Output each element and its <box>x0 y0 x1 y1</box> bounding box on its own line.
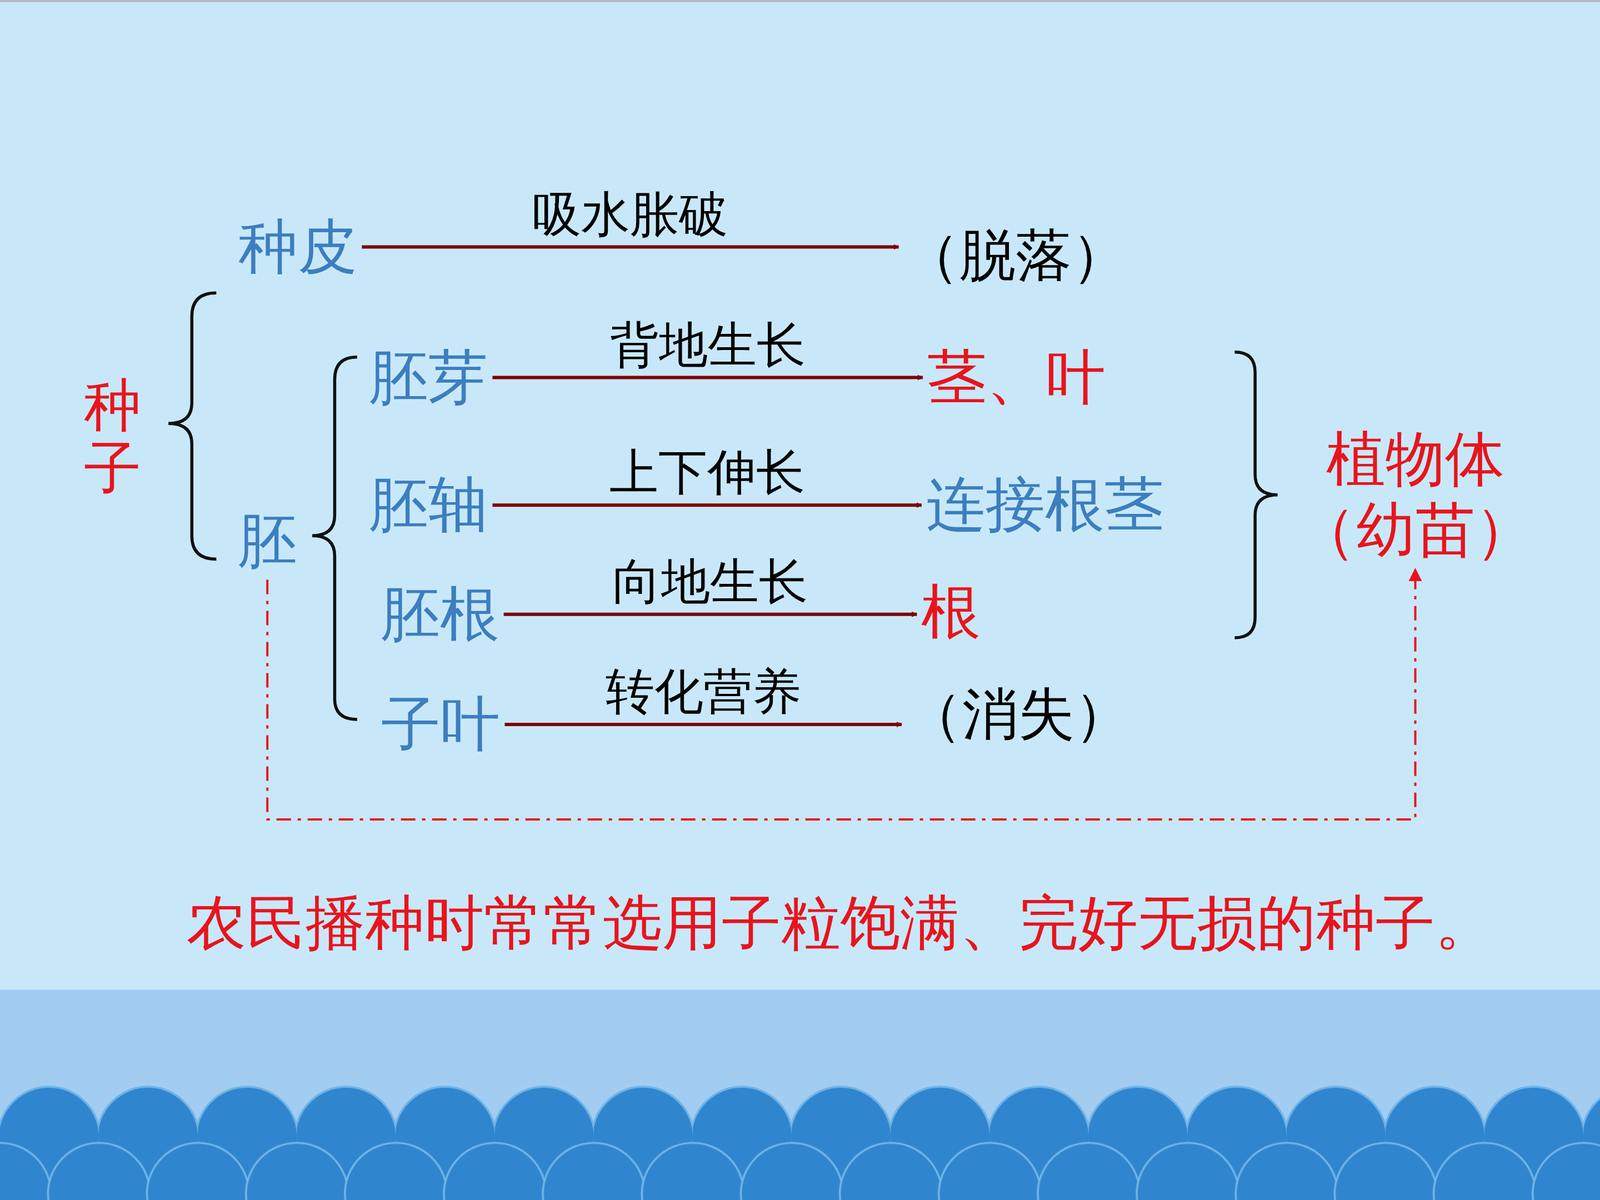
growth-arrow <box>504 722 902 727</box>
text-node: 植物体 （幼苗） <box>1289 423 1542 567</box>
top-border <box>0 0 1600 3</box>
growth-arrow <box>361 245 899 249</box>
node-label: 胚芽 <box>368 342 488 414</box>
text-node: （消失） <box>901 680 1135 748</box>
node-label: 胚 <box>237 505 298 577</box>
growth-arrow <box>492 503 922 507</box>
node-label: 植物体 （幼苗） <box>1293 423 1537 567</box>
growth-arrow <box>492 376 923 380</box>
text-node: 胚根 <box>376 578 504 650</box>
node-label: 根 <box>921 576 981 648</box>
text-node: 种皮 <box>233 211 362 283</box>
node-label: （消失） <box>906 680 1131 748</box>
text-node: 胚芽 <box>364 342 493 414</box>
node-label: 胚根 <box>380 578 500 650</box>
seedling-brace <box>1234 352 1278 638</box>
node-label: （脱落） <box>903 221 1128 289</box>
text-node: 胚 <box>233 505 302 577</box>
wave-pattern <box>0 1081 1600 1200</box>
arrow-label: 上下伸长 <box>609 445 805 500</box>
text-node: 茎、叶 <box>922 342 1110 414</box>
caption: 农民播种时常常选用子粒饱满、完好无损的种子。 <box>186 887 1495 959</box>
arrow-label: 吸水胀破 <box>532 187 728 242</box>
text-node: 根 <box>916 576 985 648</box>
arrow-label: 向地生长 <box>612 555 808 609</box>
text-node: 胚轴 <box>364 469 493 541</box>
node-label: 胚轴 <box>368 469 488 541</box>
dashed-arrow <box>267 569 1415 820</box>
node-label: 子叶 <box>381 688 500 760</box>
text-node: 连接根茎 <box>921 469 1169 541</box>
node-label: 种子 <box>83 373 142 500</box>
node-label: 连接根茎 <box>926 469 1164 541</box>
text-node: （脱落） <box>898 221 1133 289</box>
bottom-band <box>0 990 1600 1200</box>
embryo-brace <box>312 357 358 720</box>
arrow-label: 转化营养 <box>605 665 802 719</box>
text-node: 种子 <box>79 373 146 500</box>
seed-brace <box>168 292 217 559</box>
arrow-label: 背地生长 <box>610 318 806 373</box>
node-label: 茎、叶 <box>927 342 1106 414</box>
growth-arrow <box>503 612 918 617</box>
node-label: 种皮 <box>238 211 358 283</box>
text-node: 子叶 <box>376 688 505 760</box>
